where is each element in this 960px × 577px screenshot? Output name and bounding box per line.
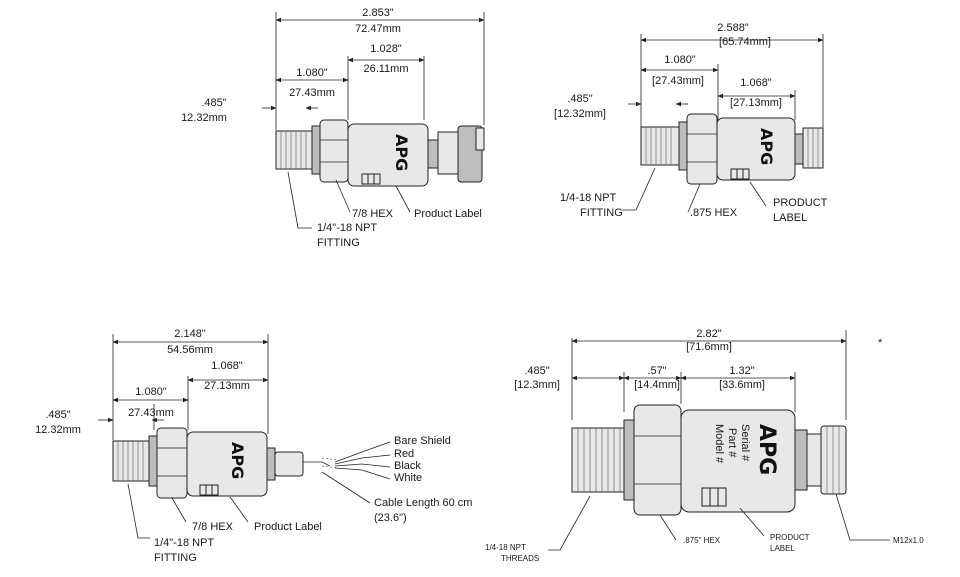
d3-label-fitting-2: FITTING (154, 552, 197, 564)
d3-hex-mm: 27.43mm (128, 407, 174, 419)
d4-fit-in: .485" (524, 365, 549, 377)
d3-fit-in: .485" (45, 409, 70, 421)
d4-label-threads-2: THREADS (501, 554, 539, 563)
diagram-2: 2.588" [65.74mm] 1.080" [27.43mm] 1.068"… (554, 22, 828, 224)
d3-total-mm: 54.56mm (167, 344, 213, 356)
transmitter-3: APG (112, 427, 391, 499)
d1-hex-mm: 27.43mm (289, 87, 335, 99)
d4-body-mm: [33.6mm] (719, 379, 765, 391)
d1-logo: APG (392, 134, 411, 171)
d1-hex-in: 1.080" (296, 67, 328, 79)
d2-right-in: 1.068" (740, 77, 772, 89)
d4-label-product-1: PRODUCT (770, 533, 810, 542)
d2-hex-mm: [27.43mm] (652, 75, 704, 87)
d4-label-threads-1: 1/4-18 NPT (485, 543, 526, 552)
d1-fit-mm: 12.32mm (181, 112, 227, 124)
d2-logo: APG (757, 128, 776, 165)
d4-label-product-2: LABEL (770, 544, 795, 553)
d4-total-in: 2.82" (696, 328, 721, 340)
d3-cable-1: Cable Length 60 cm (374, 497, 472, 509)
d2-hex-in: 1.080" (664, 54, 696, 66)
d2-label-hex: .875 HEX (690, 207, 738, 219)
transmitter-4: Model # Part # Serial # APG (571, 404, 847, 516)
d1-label-hex: 7/8 HEX (352, 208, 394, 220)
d4-asterisk: * (878, 337, 883, 349)
d3-cable-2: (23.6") (374, 512, 407, 524)
d2-total-in: 2.588" (717, 22, 749, 34)
d4-label-model: Model # (713, 424, 725, 464)
d4-label-part: Part # (726, 428, 738, 458)
d2-total-mm: [65.74mm] (719, 36, 771, 48)
d1-label-fitting-2: FITTING (317, 237, 360, 249)
d2-fit-in: .485" (567, 93, 592, 105)
d3-wire-3: Black (394, 460, 421, 472)
d1-label-product: Product Label (414, 208, 482, 220)
d4-body-in: 1.32" (729, 365, 754, 377)
d4-hex-mm: [14.4mm] (634, 379, 680, 391)
d3-wire-2: Red (394, 448, 414, 460)
d3-fit-mm: 12.32mm (35, 424, 81, 436)
d2-label-fitting-2: FITTING (580, 207, 623, 219)
d2-right-mm: [27.13mm] (730, 97, 782, 109)
d1-right-in: 1.028" (370, 43, 402, 55)
d4-total-mm: [71.6mm] (686, 341, 732, 353)
d4-label-hex: .875" HEX (683, 536, 721, 545)
d2-label-fitting-1: 1/4-18 NPT (560, 192, 617, 204)
d3-logo: APG (228, 442, 247, 479)
d1-fit-in: .485" (201, 97, 226, 109)
d3-wire-1: Bare Shield (394, 435, 451, 447)
d3-label-fitting-1: 1/4"-18 NPT (154, 537, 214, 549)
d2-label-product-1: PRODUCT (773, 197, 828, 209)
diagram-1: 2.853" 72.47mm 1.028" 26.11mm 1.080" 27.… (181, 7, 485, 249)
d1-label-fitting-1: 1/4"-18 NPT (317, 222, 377, 234)
diagram-4: 2.82" [71.6mm] * .485" [12.3mm] .57" [14… (485, 328, 924, 563)
d3-label-product: Product Label (254, 521, 322, 533)
d3-hex-in: 1.080" (135, 386, 167, 398)
d3-right-mm: 27.13mm (204, 380, 250, 392)
transmitter-1: APG (275, 119, 485, 187)
d3-right-in: 1.068" (211, 360, 243, 372)
transmitter-2: APG (640, 113, 824, 185)
d2-label-product-2: LABEL (773, 212, 807, 224)
d3-label-hex: 7/8 HEX (192, 521, 234, 533)
d4-label-conn: M12x1.0 (893, 536, 924, 545)
d2-fit-mm: [12.32mm] (554, 108, 606, 120)
d4-hex-in: .57" (647, 365, 666, 377)
d4-fit-mm: [12.3mm] (514, 379, 560, 391)
diagram-3: 2.148" 54.56mm 1.068" 27.13mm 1.080" 27.… (35, 328, 472, 564)
d4-label-serial: Serial # (739, 424, 751, 462)
d1-total-mm: 72.47mm (355, 23, 401, 35)
d1-total-in: 2.853" (362, 7, 394, 19)
d1-right-mm: 26.11mm (363, 63, 408, 75)
d3-total-in: 2.148" (174, 328, 206, 340)
d4-logo: APG (754, 424, 779, 475)
d3-wire-4: White (394, 472, 422, 484)
